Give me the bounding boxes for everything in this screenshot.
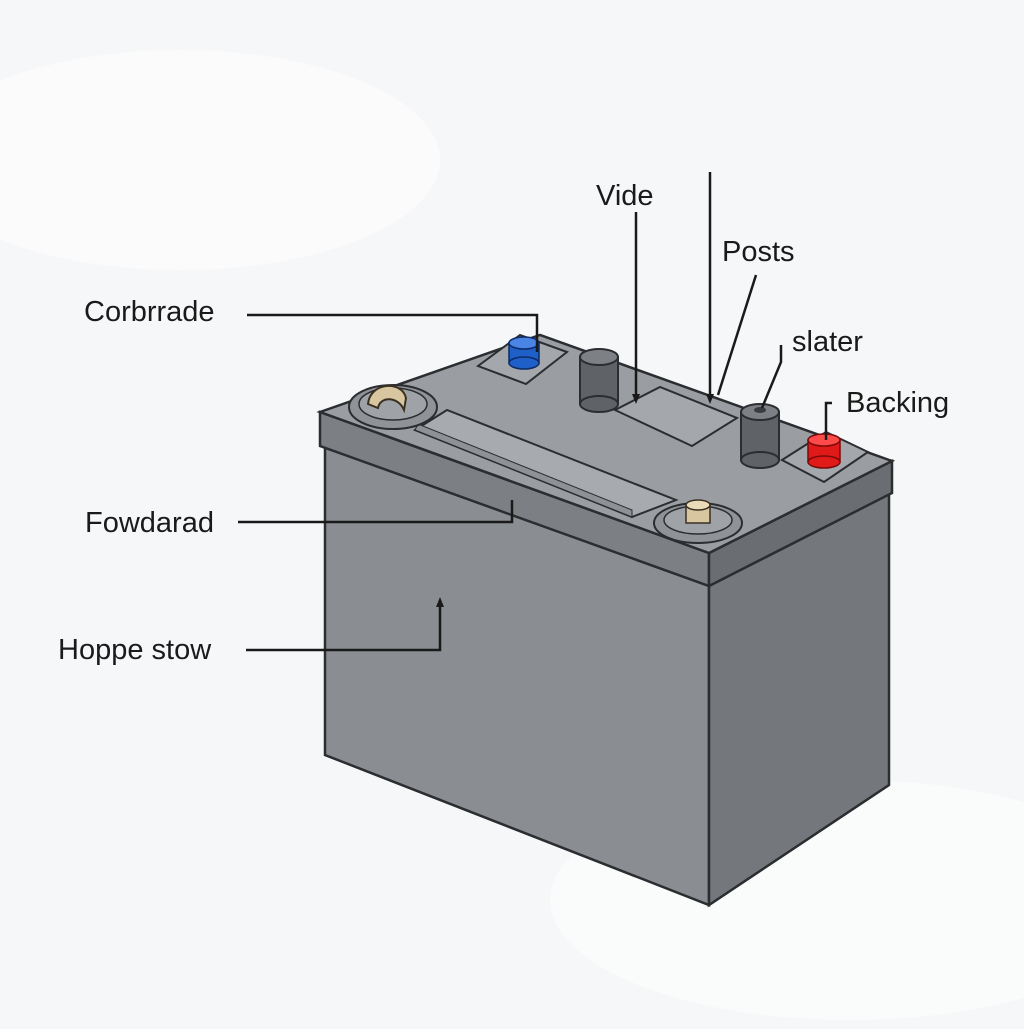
brass-terminal-left bbox=[348, 384, 438, 430]
positive-terminal-icon bbox=[780, 430, 871, 484]
leader-arrowheads bbox=[436, 394, 714, 607]
vent-plate bbox=[612, 385, 740, 448]
label-corbrrade: Corbrrade bbox=[84, 296, 215, 328]
leader-slater bbox=[760, 345, 783, 409]
labels: Vide Posts Corbrrade slater Backing Fowd… bbox=[58, 180, 949, 666]
leader-backing bbox=[824, 401, 832, 440]
grey-post-right bbox=[740, 403, 780, 469]
leader-hoppe-stow bbox=[246, 603, 442, 652]
lid-top bbox=[316, 333, 896, 555]
leader-corbrrade bbox=[247, 313, 539, 352]
leader-fowdarad bbox=[238, 500, 514, 524]
label-backing: Backing bbox=[846, 387, 949, 419]
label-hoppe-stow: Hoppe stow bbox=[58, 634, 212, 666]
label-posts: Posts bbox=[722, 236, 795, 268]
label-vide: Vide bbox=[596, 180, 654, 212]
leader-lines bbox=[238, 172, 832, 652]
negative-terminal-icon bbox=[475, 333, 570, 386]
leader-posts bbox=[716, 274, 758, 396]
brass-terminal-front bbox=[653, 499, 743, 544]
battery-icon bbox=[316, 333, 896, 908]
grey-post-left bbox=[579, 348, 619, 413]
label-slater: slater bbox=[792, 326, 863, 358]
label-fowdarad: Fowdarad bbox=[85, 507, 214, 539]
